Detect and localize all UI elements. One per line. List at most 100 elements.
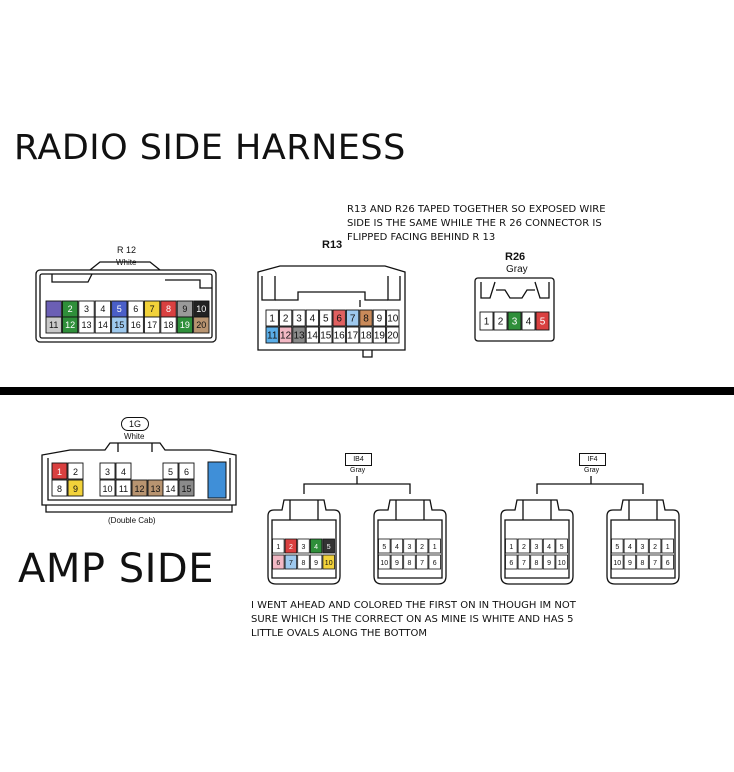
pin-fill — [272, 554, 285, 570]
pin-cell: 3 — [636, 538, 649, 554]
pin-fill — [332, 309, 346, 327]
pin-cell: 3 — [530, 538, 543, 554]
pin-fill — [493, 311, 508, 331]
pin-cell: 19 — [176, 316, 194, 334]
pin-fill — [428, 554, 441, 570]
pin-fill — [390, 554, 404, 570]
pin-cell: 1 — [51, 462, 68, 480]
pin-cell: 11 — [45, 316, 62, 334]
pin-cell: 20 — [386, 326, 400, 344]
pin-fill — [127, 316, 144, 334]
pin-number: 4 — [121, 467, 126, 477]
pin-number: 16 — [131, 320, 141, 330]
pin-fill — [611, 538, 624, 554]
pin-cell: 4 — [305, 309, 320, 327]
pin-fill — [372, 326, 387, 344]
pin-fill — [265, 326, 279, 344]
pin-cell: 14 — [162, 479, 179, 497]
pin-number: 2 — [73, 467, 78, 477]
pin-number: 10 — [613, 560, 621, 567]
pin-number: 3 — [302, 544, 306, 551]
r13-r26-note: R13 AND R26 TAPED TOGETHER SO EXPOSED WI… — [347, 203, 606, 245]
pin-cell: 1 — [661, 538, 674, 554]
pin-cell: 15 — [178, 479, 195, 497]
pin-number: 2 — [420, 544, 424, 551]
pin-cell: 6 — [428, 554, 441, 570]
pin-number: 12 — [280, 331, 292, 342]
pin-cell: 8 — [530, 554, 543, 570]
plug-right-housing — [373, 499, 447, 585]
pin-number: 10 — [325, 560, 333, 567]
pin-cell: 3 — [99, 462, 116, 480]
pin-fill — [309, 554, 323, 570]
pin-number: 6 — [184, 467, 189, 477]
pin-number: 2 — [522, 544, 526, 551]
pin-fill — [505, 554, 518, 570]
pin-cell: 9 — [390, 554, 404, 570]
pin-number: 12 — [65, 320, 75, 330]
pin-cell: 5 — [611, 538, 624, 554]
pin-fill — [178, 462, 195, 480]
pin-number: 1 — [484, 317, 490, 328]
plug-housings — [267, 499, 680, 585]
pin-fill — [661, 554, 674, 570]
pin-fill — [284, 538, 298, 554]
pin-number: 2 — [653, 544, 657, 551]
pin-number: 9 — [377, 314, 383, 325]
pin-number: 14 — [307, 331, 319, 342]
pin-cell: 4 — [542, 538, 556, 554]
plug-inner — [377, 519, 443, 579]
pin-fill — [507, 311, 522, 331]
pin-number: 7 — [150, 304, 155, 314]
pin-number: 17 — [147, 320, 157, 330]
pin-number: 7 — [420, 560, 424, 567]
pin-fill — [305, 326, 320, 344]
pin-cell: 11 — [265, 326, 279, 344]
pin-number: 11 — [119, 484, 128, 494]
pin-number: 18 — [163, 320, 173, 330]
pin-number: 15 — [181, 484, 191, 494]
pin-fill — [648, 538, 662, 554]
pin-number: 9 — [628, 560, 632, 567]
pin-cell: 10 — [322, 554, 335, 570]
pin-number: 11 — [267, 331, 278, 342]
pin-cell: 9 — [542, 554, 556, 570]
note-line: SIDE IS THE SAME WHILE THE R 26 CONNECTO… — [347, 218, 602, 229]
pin-fill — [67, 462, 84, 480]
note-line: I WENT AHEAD AND COLORED THE FIRST ON IN… — [251, 600, 576, 611]
amp-side-title: AMP SIDE — [18, 546, 214, 592]
pin-cell: 5 — [111, 300, 128, 318]
pin-number: 17 — [347, 331, 359, 342]
g1-blue-tab — [207, 461, 227, 499]
pin-cell: 14 — [305, 326, 320, 344]
pin-fill — [359, 326, 373, 344]
pin-fill — [415, 538, 429, 554]
pin-fill — [67, 479, 84, 497]
pin-cell: 19 — [372, 326, 387, 344]
pin-number: 5 — [117, 304, 122, 314]
amp-note: I WENT AHEAD AND COLORED THE FIRST ON IN… — [251, 599, 576, 641]
pin-cell: 13 — [78, 316, 95, 334]
pin-fill — [305, 309, 320, 327]
pin-cell: 17 — [143, 316, 161, 334]
pin-fill — [521, 311, 536, 331]
plug-outline — [267, 499, 341, 585]
g1-footer: (Double Cab) — [108, 516, 156, 525]
pin-cell: 17 — [345, 326, 360, 344]
pin-number: 3 — [296, 314, 302, 325]
ib4-name: IB4 — [345, 453, 372, 466]
pin-fill — [378, 554, 391, 570]
pin-fill — [403, 538, 416, 554]
pin-number: 10 — [196, 304, 206, 314]
pin-cell: 3 — [292, 309, 306, 327]
pin-fill — [162, 462, 179, 480]
pin-number: 7 — [350, 314, 356, 325]
pin-cell: 4 — [521, 311, 536, 331]
pin-cell: 2 — [415, 538, 429, 554]
ib4-color-label: Gray — [350, 467, 366, 474]
pin-fill — [661, 538, 674, 554]
